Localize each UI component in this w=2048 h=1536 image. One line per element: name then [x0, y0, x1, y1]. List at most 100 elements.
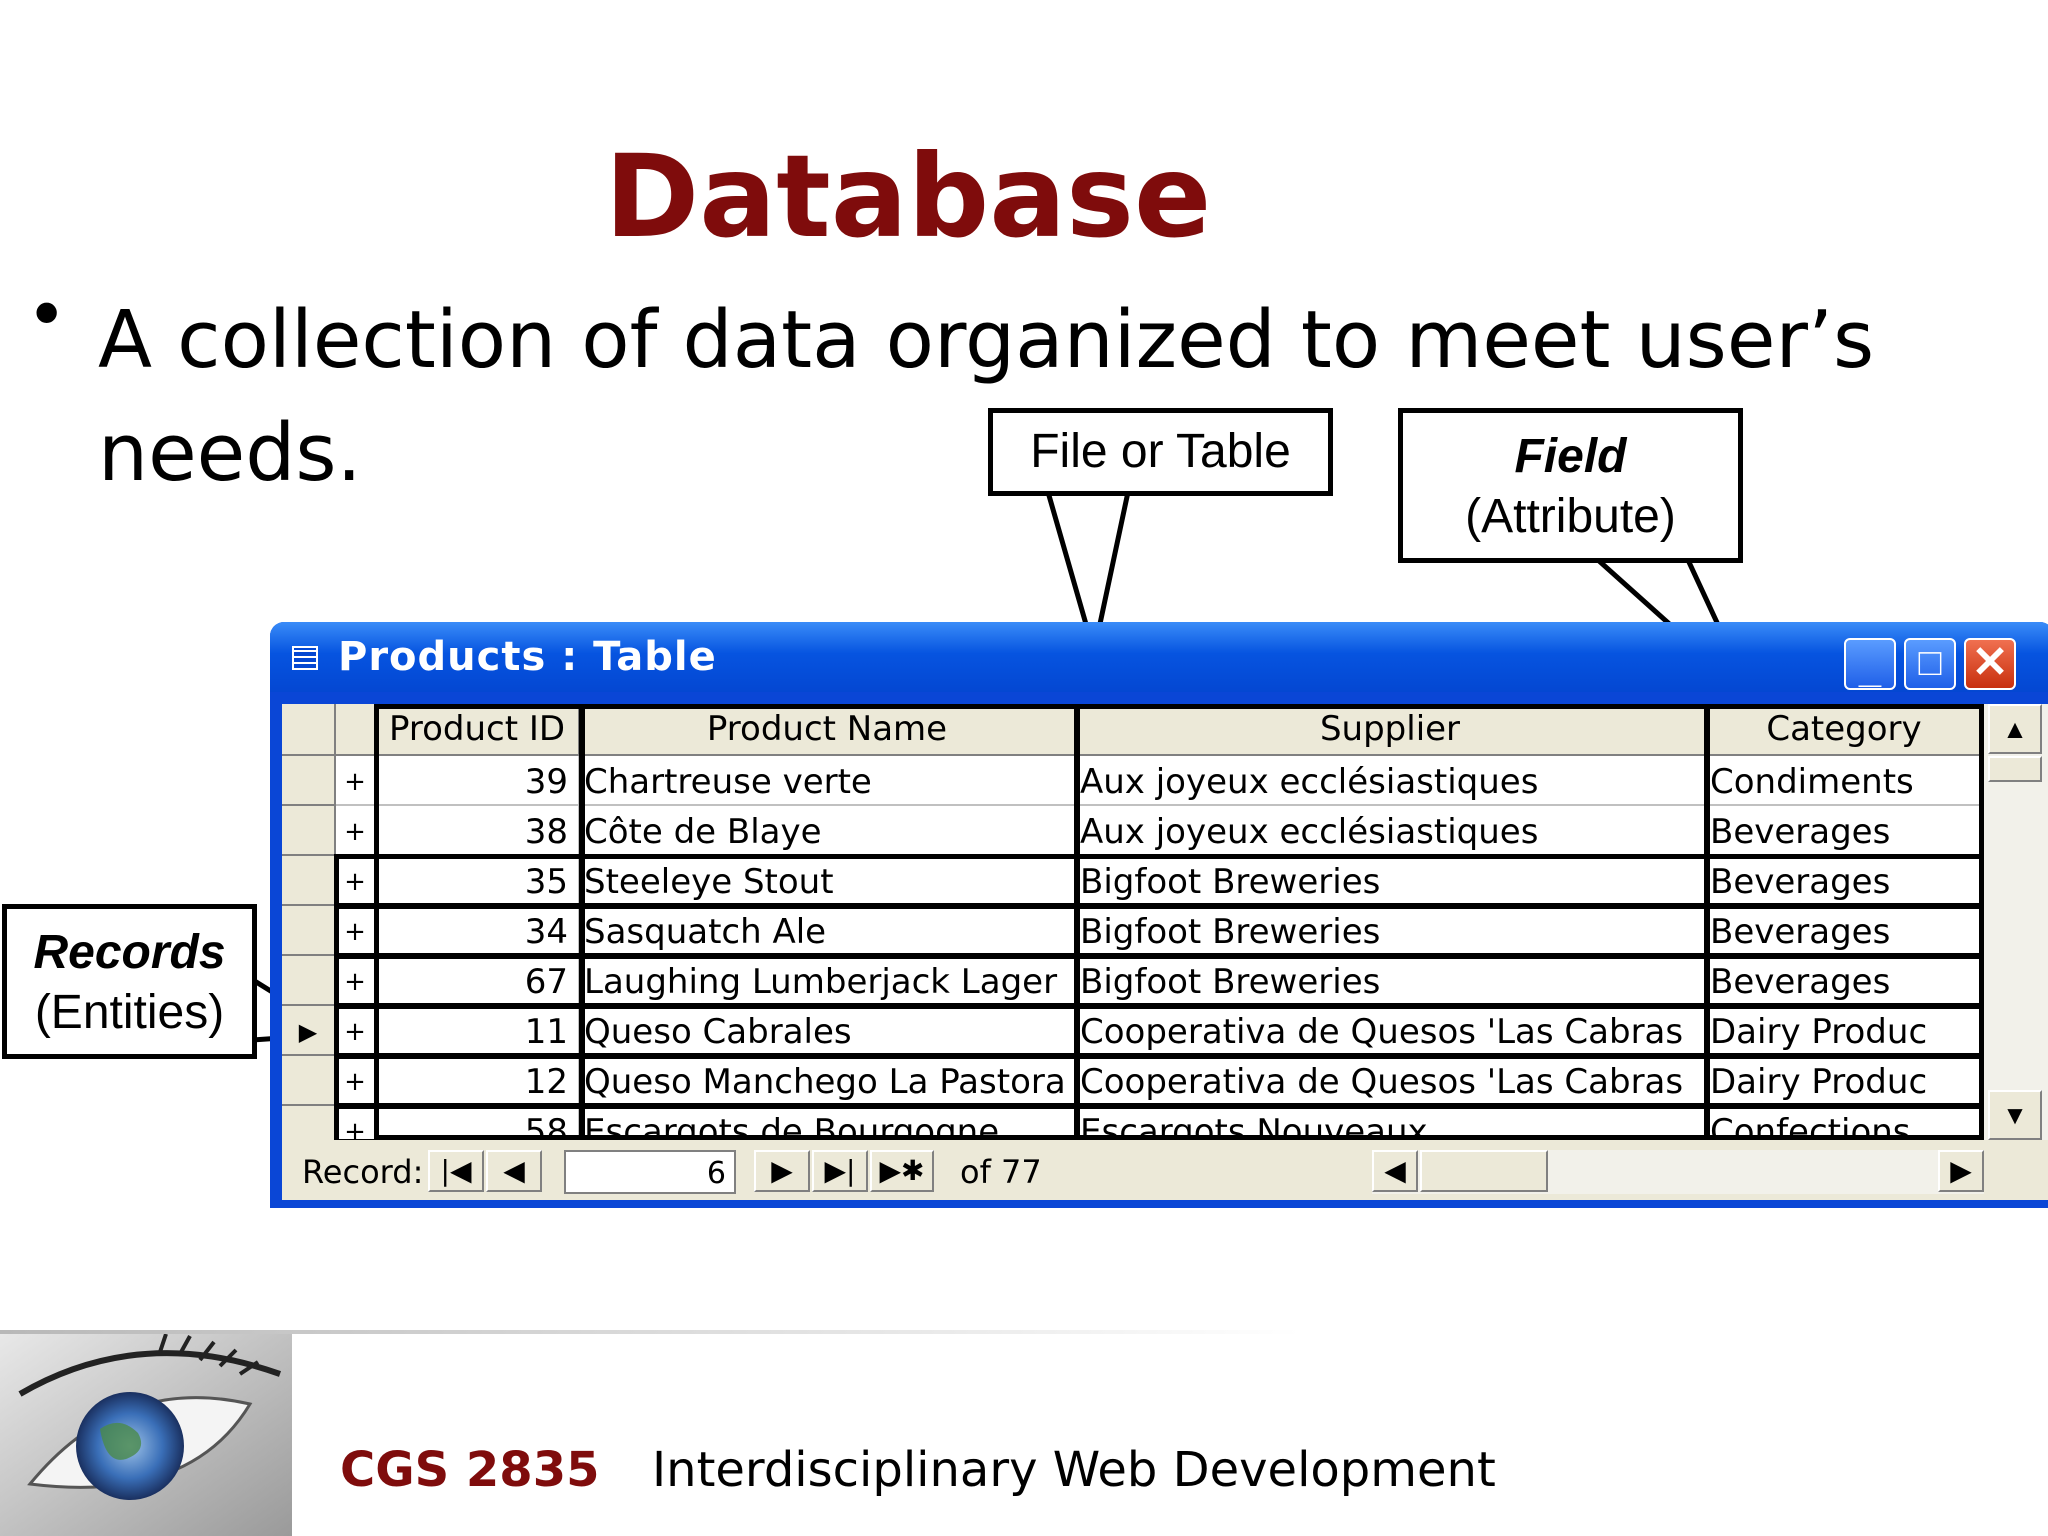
- expand-icon[interactable]: +: [336, 756, 376, 806]
- table-row[interactable]: + 12 Queso Manchego La Pastora Cooperati…: [282, 1056, 1984, 1106]
- close-button[interactable]: ✕: [1964, 638, 2016, 690]
- column-header-category[interactable]: Category: [1706, 704, 1984, 756]
- minimize-button[interactable]: _: [1844, 638, 1896, 691]
- expand-icon[interactable]: +: [336, 1056, 376, 1106]
- callout-table-text: File or Table: [1030, 425, 1291, 478]
- cell-product-id[interactable]: 39: [376, 756, 580, 806]
- cell-product-name[interactable]: Escargots de Bourgogne: [580, 1106, 1076, 1140]
- cell-supplier[interactable]: Bigfoot Breweries: [1076, 856, 1706, 906]
- cell-product-id[interactable]: 35: [376, 856, 580, 906]
- bullet-text: A collection of data organized to meet u…: [98, 294, 1875, 499]
- record-label: Record:: [302, 1153, 424, 1191]
- callout-field-paren: (Attribute): [1465, 490, 1676, 543]
- eye-globe-logo: [0, 1334, 292, 1536]
- new-record-icon: ▶✱: [879, 1154, 925, 1187]
- cell-category[interactable]: Dairy Produc: [1706, 1006, 1984, 1056]
- record-selector[interactable]: [282, 856, 336, 906]
- datasheet-area: Product ID Product Name Supplier Categor…: [282, 704, 2048, 1200]
- cell-product-id[interactable]: 67: [376, 956, 580, 1006]
- cell-supplier[interactable]: Cooperativa de Quesos 'Las Cabras: [1076, 1056, 1706, 1106]
- bullet-dot: •: [26, 274, 68, 356]
- cell-product-id[interactable]: 34: [376, 906, 580, 956]
- cell-supplier[interactable]: Bigfoot Breweries: [1076, 906, 1706, 956]
- column-header-supplier[interactable]: Supplier: [1076, 704, 1706, 756]
- horizontal-scroll-thumb[interactable]: [1420, 1150, 1548, 1192]
- next-record-button[interactable]: ▶: [754, 1150, 810, 1192]
- record-count: of 77: [960, 1153, 1042, 1191]
- scroll-left-button[interactable]: ◀: [1372, 1150, 1418, 1192]
- cell-product-name[interactable]: Sasquatch Ale: [580, 906, 1076, 956]
- last-record-button[interactable]: ▶|: [812, 1150, 868, 1192]
- cell-product-name[interactable]: Steeleye Stout: [580, 856, 1076, 906]
- cell-category[interactable]: Beverages: [1706, 806, 1984, 856]
- expand-icon[interactable]: +: [336, 1106, 376, 1140]
- record-selector[interactable]: [282, 806, 336, 856]
- expand-icon[interactable]: +: [336, 906, 376, 956]
- table-row[interactable]: + 34 Sasquatch Ale Bigfoot Breweries Bev…: [282, 906, 1984, 956]
- column-header-product-id[interactable]: Product ID: [376, 704, 580, 756]
- table-row[interactable]: + 39 Chartreuse verte Aux joyeux ecclési…: [282, 756, 1984, 806]
- expand-icon[interactable]: +: [336, 1006, 376, 1056]
- cell-supplier[interactable]: Bigfoot Breweries: [1076, 956, 1706, 1006]
- expand-icon[interactable]: +: [336, 956, 376, 1006]
- last-record-icon: ▶|: [824, 1154, 856, 1187]
- current-record-input[interactable]: 6: [564, 1150, 736, 1194]
- column-header-product-name[interactable]: Product Name: [580, 704, 1076, 756]
- first-record-button[interactable]: |◀: [428, 1150, 484, 1192]
- record-selector[interactable]: [282, 1106, 336, 1140]
- previous-record-button[interactable]: ◀: [486, 1150, 542, 1192]
- record-selector[interactable]: [282, 906, 336, 956]
- horizontal-scrollbar[interactable]: ◀ ▶: [1372, 1150, 1984, 1194]
- cell-product-name[interactable]: Côte de Blaye: [580, 806, 1076, 856]
- table-row[interactable]: + 38 Côte de Blaye Aux joyeux ecclésiast…: [282, 806, 1984, 856]
- cell-category[interactable]: Beverages: [1706, 856, 1984, 906]
- expand-icon[interactable]: +: [336, 806, 376, 856]
- course-code: CGS 2835: [340, 1442, 600, 1498]
- scroll-up-button[interactable]: ▲: [1988, 704, 2042, 754]
- vertical-scrollbar[interactable]: ▲ ▼: [1984, 704, 2048, 1140]
- scroll-down-button[interactable]: ▼: [1988, 1090, 2042, 1140]
- scroll-right-button[interactable]: ▶: [1938, 1150, 1984, 1192]
- callout-records: Records (Entities): [2, 904, 257, 1059]
- expand-icon[interactable]: +: [336, 856, 376, 906]
- table-row[interactable]: + 67 Laughing Lumberjack Lager Bigfoot B…: [282, 956, 1984, 1006]
- arrow-left-icon: ◀: [1384, 1154, 1406, 1187]
- callout-field: Field (Attribute): [1398, 408, 1743, 563]
- window-titlebar[interactable]: Products : Table _ □ ✕: [270, 622, 2048, 692]
- current-record-arrow-icon[interactable]: ▶: [282, 1006, 336, 1056]
- record-selector[interactable]: [282, 1056, 336, 1106]
- table-row[interactable]: ▶ + 11 Queso Cabrales Cooperativa de Que…: [282, 1006, 1984, 1056]
- arrow-down-icon: ▼: [2002, 1100, 2028, 1130]
- cell-product-id[interactable]: 12: [376, 1056, 580, 1106]
- record-navigation-bar: Record: |◀ ◀ 6 ▶ ▶| ▶✱ of 77 ◀ ▶: [282, 1144, 2048, 1200]
- scroll-thumb[interactable]: [1988, 756, 2042, 782]
- cell-category[interactable]: Confections: [1706, 1106, 1984, 1140]
- cell-category[interactable]: Dairy Produc: [1706, 1056, 1984, 1106]
- cell-product-id[interactable]: 38: [376, 806, 580, 856]
- cell-category[interactable]: Beverages: [1706, 956, 1984, 1006]
- cell-category[interactable]: Condiments: [1706, 756, 1984, 806]
- cell-product-name[interactable]: Queso Manchego La Pastora: [580, 1056, 1076, 1106]
- cell-product-name[interactable]: Laughing Lumberjack Lager: [580, 956, 1076, 1006]
- minimize-icon: _: [1858, 647, 1882, 691]
- new-record-button[interactable]: ▶✱: [870, 1150, 934, 1192]
- cell-supplier[interactable]: Aux joyeux ecclésiastiques: [1076, 806, 1706, 856]
- record-selector[interactable]: [282, 956, 336, 1006]
- cell-supplier[interactable]: Cooperativa de Quesos 'Las Cabras: [1076, 1006, 1706, 1056]
- select-all-header[interactable]: [282, 704, 336, 756]
- cell-product-name[interactable]: Chartreuse verte: [580, 756, 1076, 806]
- cell-product-id[interactable]: 11: [376, 1006, 580, 1056]
- cell-category[interactable]: Beverages: [1706, 906, 1984, 956]
- cell-product-id[interactable]: 58: [376, 1106, 580, 1140]
- table-row[interactable]: + 35 Steeleye Stout Bigfoot Breweries Be…: [282, 856, 1984, 906]
- maximize-icon: □: [1918, 642, 1942, 684]
- window-title: Products : Table: [338, 634, 717, 680]
- cell-product-name[interactable]: Queso Cabrales: [580, 1006, 1076, 1056]
- cell-supplier[interactable]: Aux joyeux ecclésiastiques: [1076, 756, 1706, 806]
- cell-supplier[interactable]: Escargots Nouveaux: [1076, 1106, 1706, 1140]
- maximize-button[interactable]: □: [1904, 638, 1956, 690]
- close-icon: ✕: [1971, 638, 2009, 687]
- datasheet-icon: [292, 646, 318, 670]
- record-selector[interactable]: [282, 756, 336, 806]
- table-row[interactable]: + 58 Escargots de Bourgogne Escargots No…: [282, 1106, 1984, 1140]
